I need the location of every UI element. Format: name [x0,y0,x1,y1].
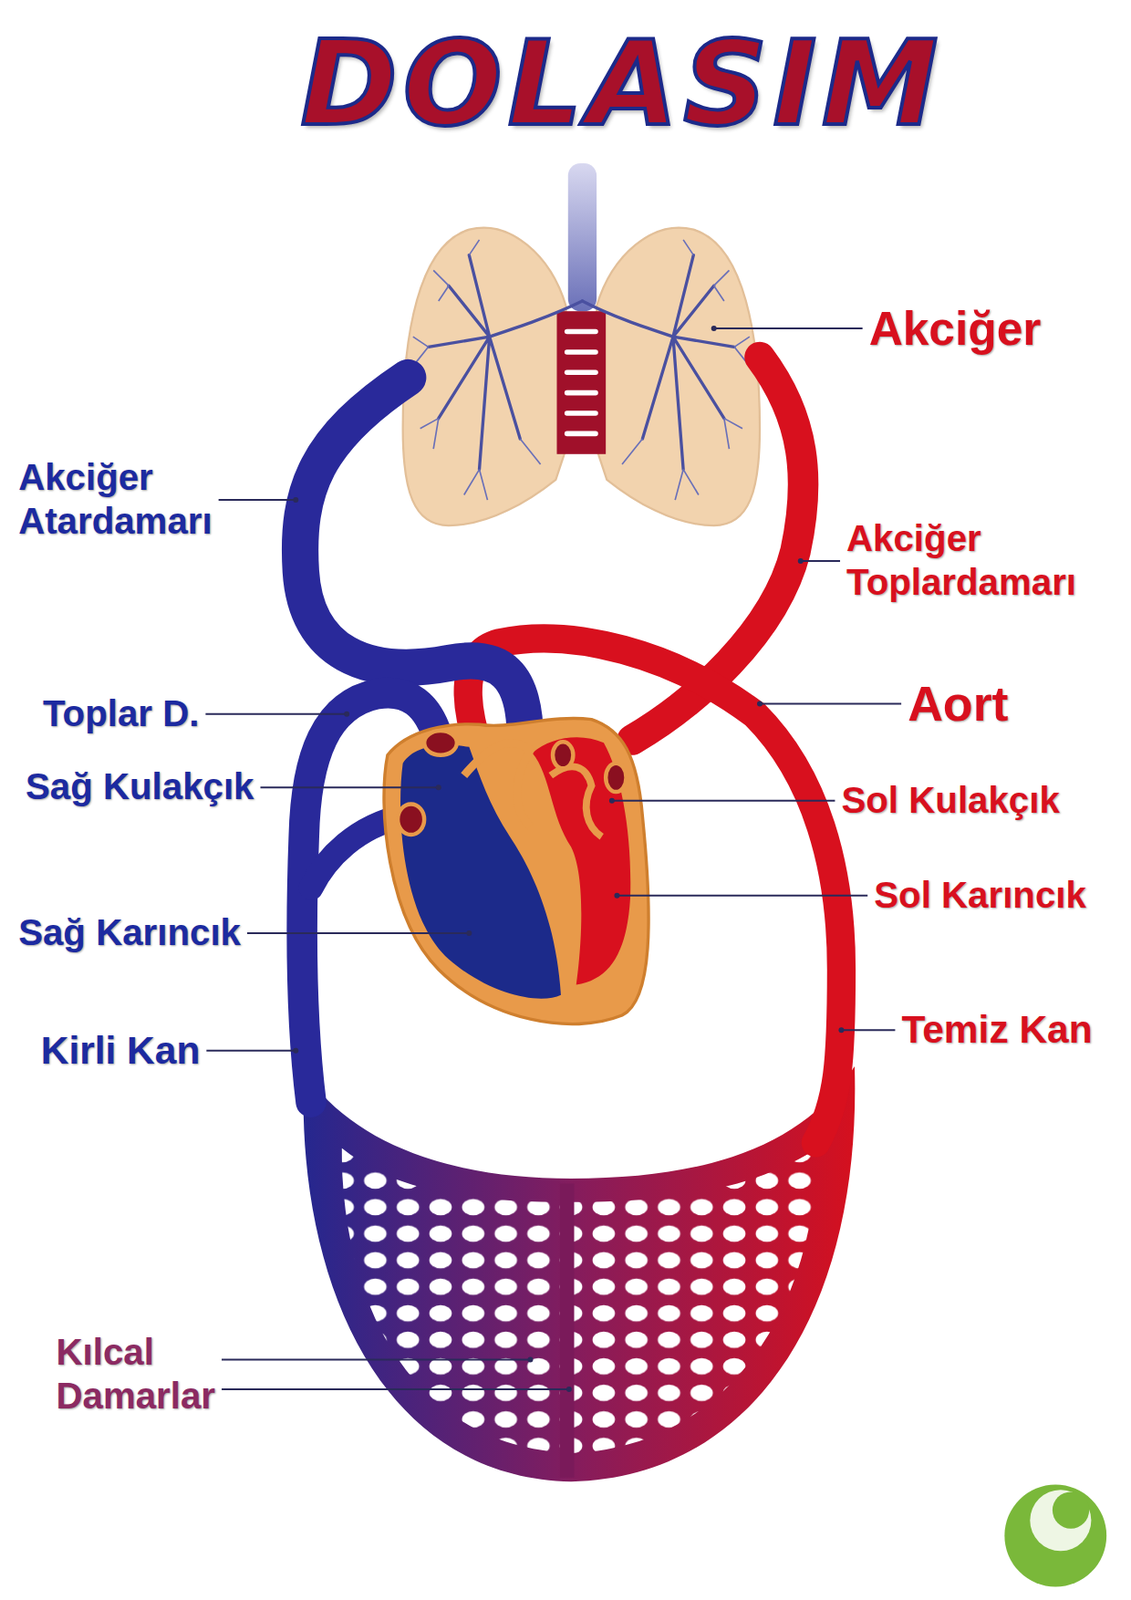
valve [464,742,531,827]
left-lung [403,228,567,526]
logo-swirl [1052,1491,1090,1528]
rings [567,332,596,435]
vessel-opening [552,741,573,768]
mediastinum [556,311,606,455]
leader-line [800,560,841,562]
leader-dot [711,325,717,332]
leader-line [247,932,469,934]
right-lung [596,228,760,526]
leader-line [221,1388,570,1391]
vessel-opening [605,763,626,792]
leader-dot [435,784,442,790]
leader-line [714,327,863,330]
capillary-bed [303,1066,856,1482]
capillary-vein [560,1183,575,1478]
part-label: Toplar D. [42,692,199,736]
part-label: Sol Kulakçık [840,778,1059,822]
part-label: Akciğer Atardamarı [18,456,263,543]
leader-line [218,498,297,501]
valve [550,766,602,837]
leader-line [612,799,836,802]
leader-line [221,1358,530,1360]
leader-dot [343,711,350,717]
leader-line [205,713,347,716]
part-label: Sol Karıncık [873,873,1087,917]
part-label: Sağ Kulakçık [25,765,255,809]
leader-line [616,894,868,897]
leader-dot [527,1356,533,1362]
logo-swirl [1029,1489,1091,1551]
leader-line [206,1049,296,1052]
vessel-opening [424,730,457,756]
leader-dot [757,701,763,707]
part-label: Kirli Kan [41,1027,201,1074]
part-label: Temiz Kan [901,1006,1092,1053]
title: DOLASIM [74,20,1131,149]
leader-dot [838,1027,844,1033]
heart [383,717,649,1024]
trachea [568,163,597,312]
leader-dot [566,1386,572,1392]
bronchioles [413,239,750,500]
bronchi [428,255,735,470]
part-label: Aort [907,674,1008,733]
part-label: Akciğer [869,300,1042,357]
leader-dot [292,497,299,503]
left-heart [532,736,632,985]
right-heart [400,745,561,999]
leader-dot [798,558,804,564]
part-label: Kılcal Damarlar [55,1330,260,1418]
leader-dot [609,798,615,804]
capillary-mesh [326,1132,837,1470]
leader-dot [292,1047,299,1054]
part-label: Akciğer Toplardamarı [846,517,1124,604]
leader-line [840,1028,895,1031]
leader-dot [466,930,472,936]
leader-line [260,786,439,789]
leader-line [759,703,902,706]
logo [1004,1484,1107,1588]
part-label: Sağ Karıncık [18,911,241,955]
vessel-opening [397,803,425,835]
leader-dot [613,892,620,899]
